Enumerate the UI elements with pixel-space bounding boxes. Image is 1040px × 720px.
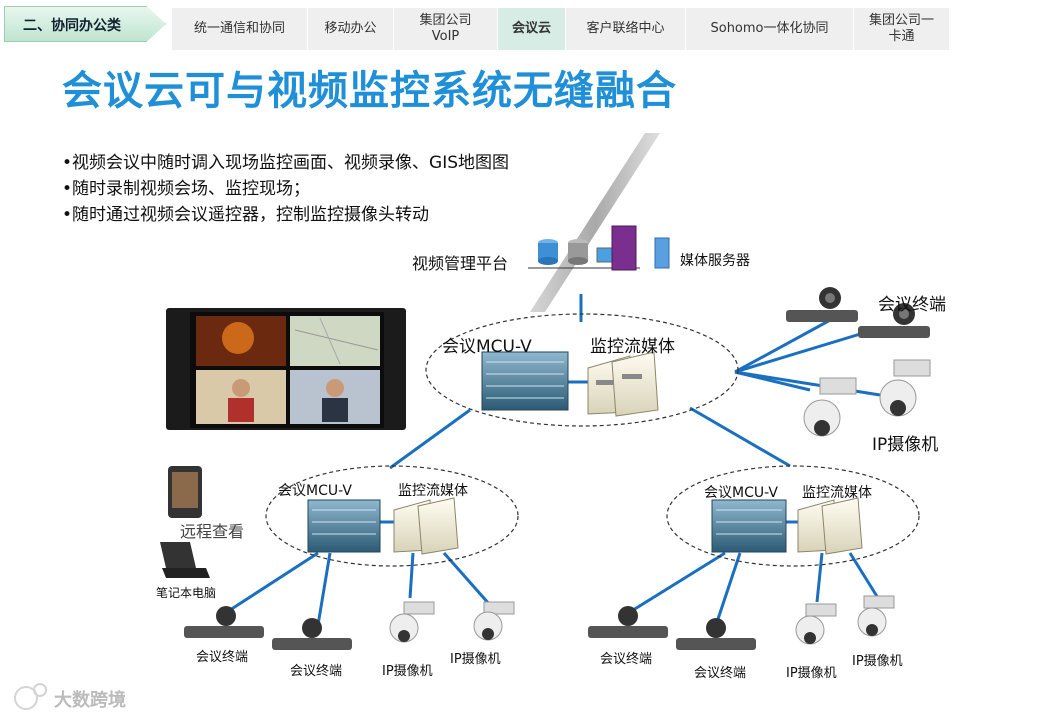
tab-meeting-cloud[interactable]: 会议云 <box>498 8 566 50</box>
br-terminal-1-label: 会议终端 <box>600 652 653 667</box>
watermark-text: 大数跨境 <box>54 690 126 711</box>
video-platform-label: 视频管理平台 <box>412 254 509 273</box>
video-platform-icons <box>528 225 670 271</box>
right-terminals-icon <box>786 287 930 338</box>
br-terminal-2-label: 会议终端 <box>694 666 747 681</box>
bullet-list: •视频会议中随时调入现场监控画面、视频录像、GIS地图图 •随时录制视频会场、监… <box>62 150 509 228</box>
tab-sohomo[interactable]: Sohomo一体化协同 <box>686 8 854 50</box>
gis-map-screen <box>290 316 380 366</box>
right-mcu-icon <box>711 499 787 553</box>
left-stream-server-icon <box>393 497 459 555</box>
left-cluster-ellipse <box>265 465 519 567</box>
tab-mobile-office[interactable]: 移动办公 <box>308 8 394 50</box>
connection-lines <box>229 294 881 626</box>
bl-camera-2-label: IP摄像机 <box>450 652 501 667</box>
remote-view-label: 远程查看 <box>180 522 245 541</box>
network-boundary-band <box>530 133 660 312</box>
display-wall <box>166 308 406 430</box>
main-mcu-icon <box>481 351 569 411</box>
network-clusters <box>265 313 920 567</box>
left-mcu-icon <box>307 499 381 553</box>
phone-icon <box>168 466 202 518</box>
right-terminals-label: 会议终端 <box>878 295 946 315</box>
bl-camera-1-label: IP摄像机 <box>382 664 433 679</box>
left-stream-label: 监控流媒体 <box>398 483 468 499</box>
right-ip-cameras-icon <box>803 359 931 437</box>
laptop-label: 笔记本电脑 <box>156 586 217 600</box>
left-mcu-label: 会议MCU-V <box>278 483 352 499</box>
right-cluster-ellipse <box>666 465 920 567</box>
main-stream-server-icon <box>587 351 659 417</box>
right-ip-camera-label: IP摄像机 <box>872 435 939 455</box>
main-cluster-ellipse <box>425 313 739 427</box>
media-server-label: 媒体服务器 <box>680 253 750 269</box>
right-stream-label: 监控流媒体 <box>802 485 872 501</box>
main-stream-label: 监控流媒体 <box>590 337 675 357</box>
section-tab[interactable]: 二、协同办公类 <box>4 6 166 42</box>
media-server-icon <box>654 237 670 269</box>
bullet-item: •随时通过视频会议遥控器，控制监控摄像头转动 <box>62 205 430 225</box>
br-camera-1-label: IP摄像机 <box>786 666 837 681</box>
left-terminals-icon <box>184 606 352 650</box>
left-ip-cameras-icon <box>389 601 515 643</box>
br-camera-2-label: IP摄像机 <box>852 654 903 669</box>
page-title: 会议云可与视频监控系统无缝融合 <box>62 68 677 114</box>
bl-terminal-1-label: 会议终端 <box>196 650 249 665</box>
bullet-item: •随时录制视频会场、监控现场； <box>62 179 311 199</box>
watermark-logo-icon <box>14 683 47 710</box>
right-stream-server-icon <box>797 497 863 555</box>
tab-group-card[interactable]: 集团公司一卡通 <box>854 8 950 50</box>
laptop-icon <box>160 542 210 578</box>
br-ip-cameras-icon <box>795 595 895 645</box>
main-mcu-label: 会议MCU-V <box>442 337 532 357</box>
tab-unified-communications[interactable]: 统一通信和协同 <box>172 8 308 50</box>
bullet-item: •视频会议中随时调入现场监控画面、视频录像、GIS地图图 <box>62 153 510 173</box>
tab-contact-center[interactable]: 客户联络中心 <box>566 8 686 50</box>
bl-terminal-2-label: 会议终端 <box>290 664 343 679</box>
tower-server-icon <box>611 225 637 271</box>
right-mcu-label: 会议MCU-V <box>704 485 778 501</box>
br-terminals-icon <box>588 606 756 650</box>
section-tab-label: 二、协同办公类 <box>23 18 121 34</box>
